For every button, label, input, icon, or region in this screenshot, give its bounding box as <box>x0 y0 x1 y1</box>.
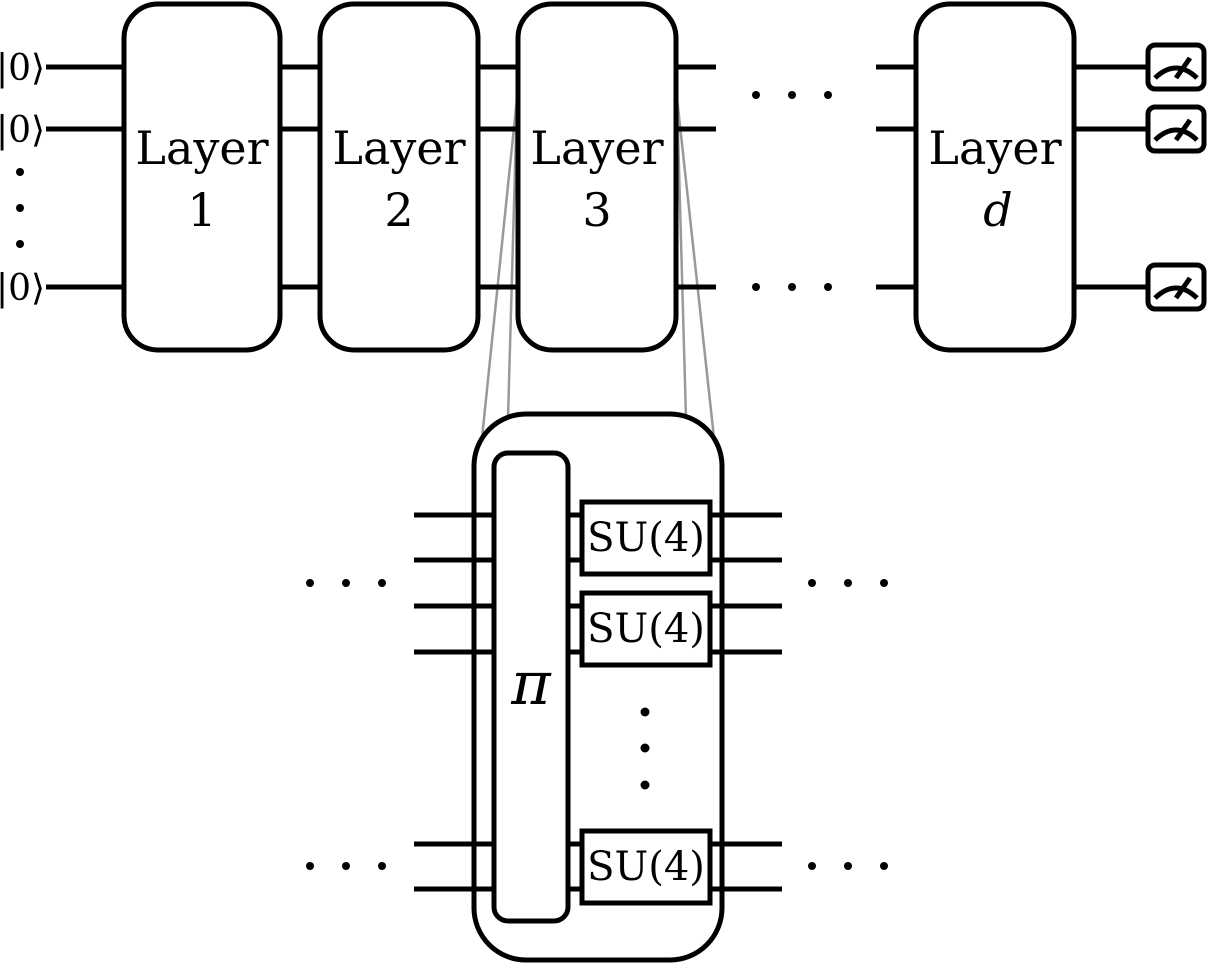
detail-left-bottom-ellipsis-icon <box>306 862 386 870</box>
layer-2-title: Layer <box>332 121 465 175</box>
bottom-ellipsis-icon <box>752 283 832 291</box>
input-ket-3: |0⟩ <box>0 268 45 309</box>
detail-left-top-ellipsis-icon <box>306 579 386 587</box>
layer-d-index: d <box>983 183 1012 237</box>
detail-right-bottom-ellipsis-icon <box>808 862 888 870</box>
layer-d-box: Layer d <box>913 1 1077 353</box>
measurement-meter-icon <box>1145 262 1207 312</box>
top-wires <box>46 64 1148 290</box>
permutation-box: π <box>491 450 571 924</box>
measurement-meter-icon <box>1145 42 1207 92</box>
layer-2-index: 2 <box>384 183 413 237</box>
layer-2-box: Layer 2 <box>317 1 481 353</box>
su4-gate-label: SU(4) <box>587 515 705 561</box>
input-ket-1: |0⟩ <box>0 48 45 89</box>
measurement-meter-icon <box>1145 104 1207 154</box>
layer-detail-container <box>471 411 725 963</box>
layer-1-title: Layer <box>135 121 268 175</box>
gate-vertical-ellipsis-icon <box>640 707 650 790</box>
layer-3-index: 3 <box>582 183 611 237</box>
layer-1-box: Layer 1 <box>121 1 283 353</box>
su4-gate-label: SU(4) <box>587 844 705 890</box>
su4-gate: SU(4) <box>579 499 713 577</box>
input-ket-2: |0⟩ <box>0 110 45 151</box>
permutation-label: π <box>510 649 552 719</box>
layer-d-title: Layer <box>928 121 1061 175</box>
layer-1-index: 1 <box>187 183 216 237</box>
su4-gate-label: SU(4) <box>587 606 705 652</box>
layer-3-title: Layer <box>530 121 663 175</box>
layer-3-box: Layer 3 <box>515 1 679 353</box>
top-ellipsis-icon <box>752 91 832 99</box>
su4-gate: SU(4) <box>579 828 713 906</box>
input-vertical-ellipsis-icon <box>16 168 24 248</box>
detail-right-top-ellipsis-icon <box>808 579 888 587</box>
su4-gate: SU(4) <box>579 590 713 668</box>
